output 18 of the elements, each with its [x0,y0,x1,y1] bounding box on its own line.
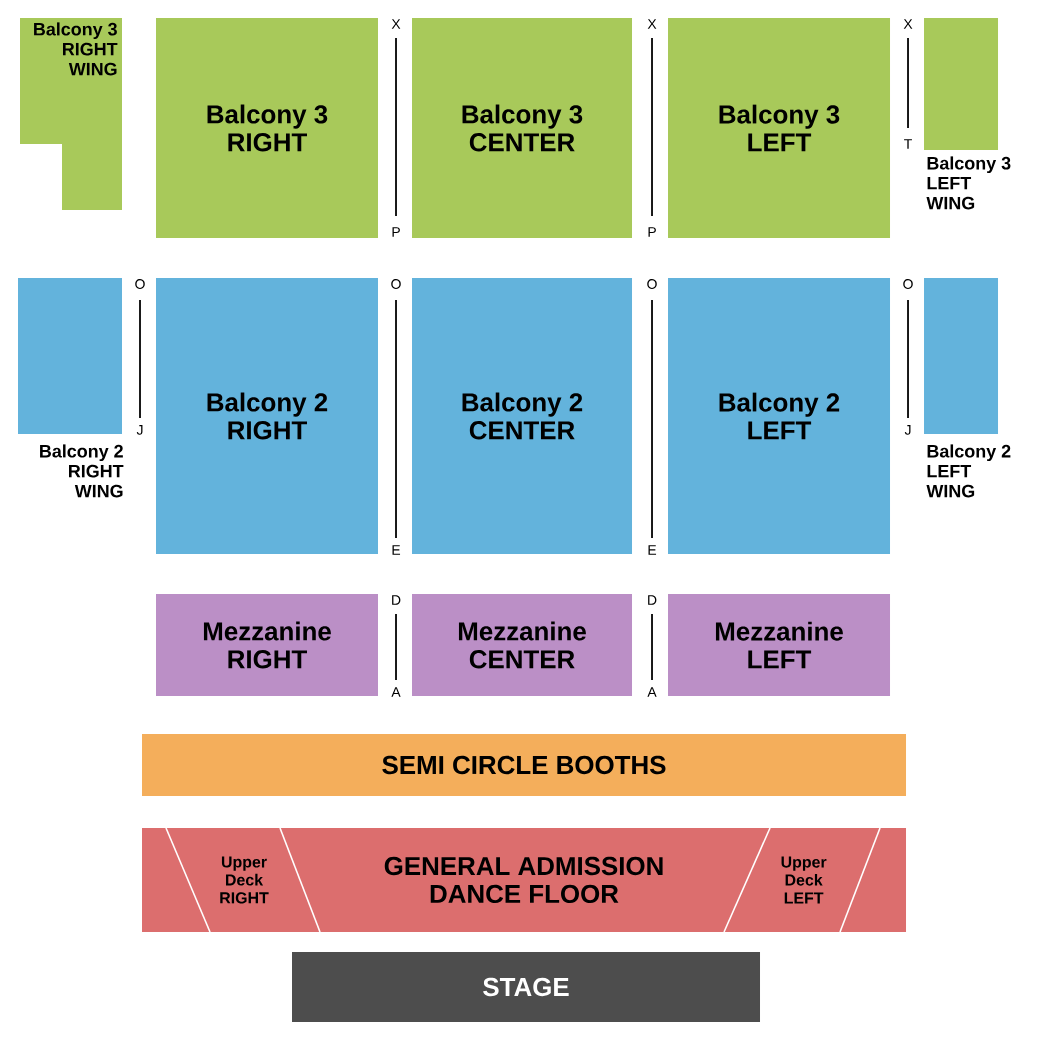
node-label: Balcony 2 LEFT WING [926,444,1011,498]
seating-section: Balcony 3 RIGHT WING [20,18,122,210]
stage: STAGE [292,952,760,1022]
seating-section: Balcony 3 RIGHT [156,18,378,238]
seating-section: Balcony 2 RIGHT WING [18,278,124,498]
seating-section: Balcony 3 LEFT [668,18,890,238]
seating-section: Balcony 3 CENTER [412,18,632,238]
seating-section: Mezzanine CENTER [412,594,632,696]
seating-section: SEMI CIRCLE BOOTHS [142,734,906,796]
node-label: Balcony 2 RIGHT WING [40,444,124,498]
seating-section: Mezzanine LEFT [668,594,890,696]
seating-section: Balcony 2 RIGHT [156,278,378,554]
node-label: Balcony 3 LEFT WING [926,156,1011,210]
seating-section: Mezzanine RIGHT [156,594,378,696]
seating-section: Balcony 2 CENTER [412,278,632,554]
seating-section: Balcony 3 LEFT WING [924,18,1011,210]
seating-section: Balcony 2 LEFT [668,278,890,554]
seating-section: Balcony 2 LEFT WING [924,278,1011,498]
